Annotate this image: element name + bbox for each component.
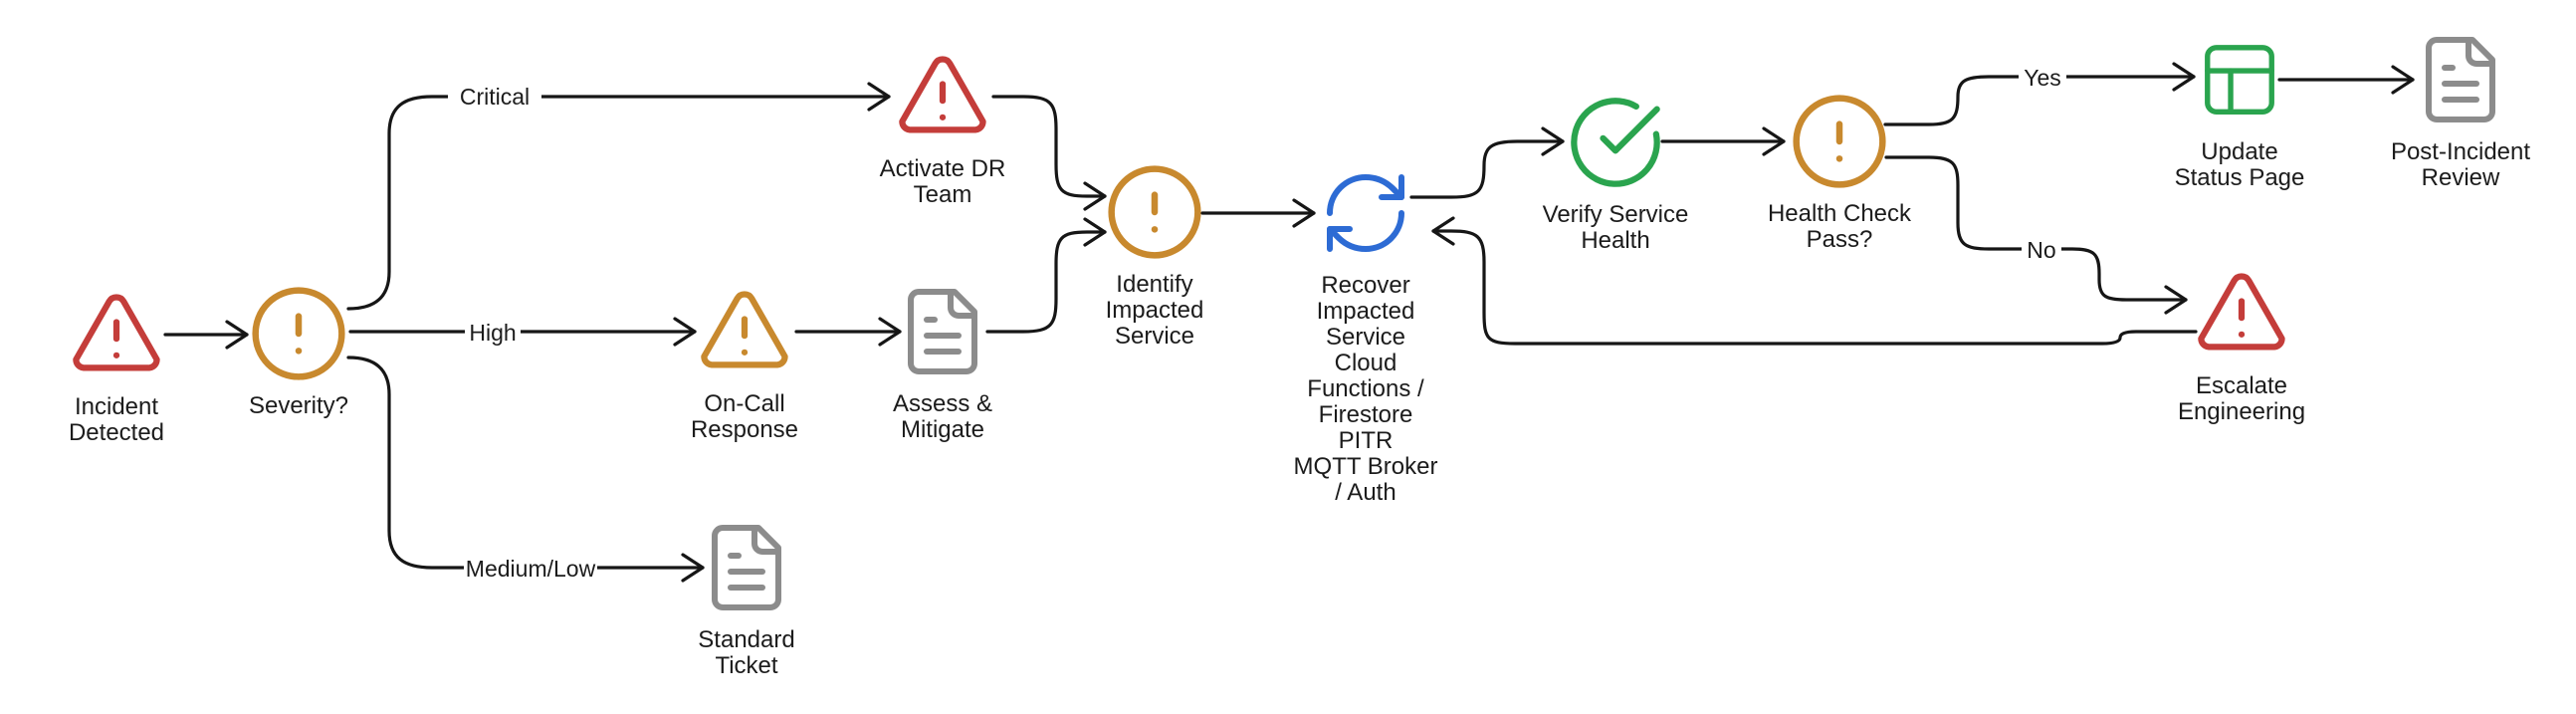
edge-label-no: No (2027, 237, 2055, 263)
triangle-alert-icon (893, 47, 992, 146)
node-label: Severity? (248, 392, 349, 419)
edge-severity-to-standard-ticket (346, 356, 705, 583)
edge-recover-to-verify (1409, 126, 1565, 199)
node-label: Update Status Page (2174, 138, 2305, 191)
edge-activate-dr-to-identify (991, 95, 1107, 211)
node-label: Post-Incident Review (2390, 138, 2531, 191)
node-label: On-Call Response (690, 390, 799, 443)
edge-label-bg (2019, 62, 2066, 92)
circle-check-icon (1566, 93, 1665, 192)
edge-assess-to-identify (985, 217, 1107, 334)
file-text-icon (2413, 32, 2508, 127)
edge-label-bg (2022, 234, 2061, 264)
node-label: Incident Detected (68, 393, 165, 446)
edge-severity-to-activate-dr (346, 82, 891, 311)
edge-label-high: High (469, 320, 516, 346)
node-label: Assess & Mitigate (892, 390, 993, 443)
node-label: Activate DR Team (879, 155, 1006, 208)
triangle-alert-icon (2192, 264, 2291, 363)
node-label: Recover Impacted Service Cloud Functions… (1293, 272, 1438, 506)
edge-label-yes: Yes (2024, 65, 2061, 91)
node-label: Health Check Pass? (1767, 200, 1912, 253)
node-label: Identify Impacted Service (1105, 271, 1204, 350)
edge-labels: Critical High Medium/Low Yes No (448, 62, 2066, 583)
table-icon (2197, 37, 2282, 122)
node-label: Escalate Engineering (2177, 372, 2306, 425)
edge-escalate-to-recover (1431, 216, 2198, 346)
refresh-icon (1318, 165, 1413, 261)
file-text-icon (895, 284, 990, 379)
node-label: Standard Ticket (698, 626, 795, 679)
edge-label-medium-low: Medium/Low (466, 556, 596, 582)
edge-label-bg (465, 317, 521, 347)
edge-label-bg (448, 81, 541, 111)
circle-alert-icon (1103, 160, 1206, 264)
circle-alert-icon (247, 282, 350, 385)
edge-label-critical: Critical (460, 84, 530, 110)
edge-label-bg (464, 553, 597, 583)
node-label: Verify Service Health (1542, 201, 1689, 254)
triangle-alert-icon (67, 285, 166, 384)
triangle-alert-icon (695, 282, 794, 381)
file-text-icon (699, 520, 794, 615)
circle-alert-icon (1788, 90, 1891, 193)
edge-health-check-yes (1883, 62, 2196, 126)
